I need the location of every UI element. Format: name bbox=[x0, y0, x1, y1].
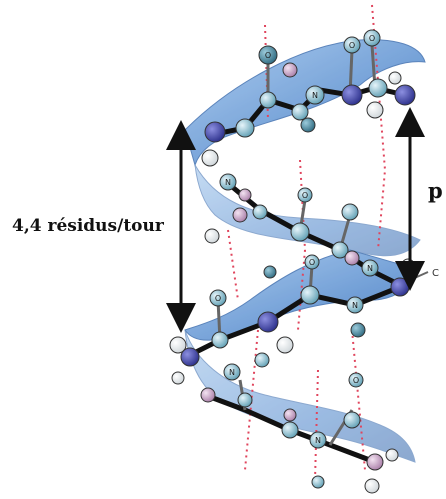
atom-letter-o: O bbox=[353, 376, 359, 385]
side-chain-atom bbox=[366, 453, 384, 471]
hydrogen-atom bbox=[401, 258, 415, 272]
nitrogen-atom bbox=[394, 84, 416, 106]
nitrogen-atom bbox=[309, 431, 327, 449]
hydrogen-atom bbox=[171, 371, 185, 385]
hbond-6 bbox=[351, 329, 366, 471]
nitrogen-atom bbox=[305, 85, 325, 105]
carbon-atom bbox=[219, 173, 237, 191]
nitrogen-atom bbox=[180, 347, 200, 367]
hydrogen-atom bbox=[364, 478, 380, 494]
atom-letter-c: C bbox=[432, 268, 439, 279]
carbon-atom bbox=[300, 117, 316, 133]
hydrogen-atom bbox=[204, 228, 220, 244]
atom-letter-n: N bbox=[229, 368, 235, 377]
carbon-atom bbox=[252, 204, 268, 220]
nitrogen-atom bbox=[341, 84, 363, 106]
oxygen-atom bbox=[343, 36, 361, 54]
atom-letter-n: N bbox=[312, 91, 318, 100]
nitrogen-atom bbox=[390, 277, 410, 297]
side-chain-atom bbox=[283, 408, 297, 422]
atom-letters: O O O N N O N O O N N N O bbox=[215, 34, 375, 445]
atom-letter-o: O bbox=[265, 51, 271, 60]
carbon-atom bbox=[259, 91, 277, 109]
oxygen-atom bbox=[363, 29, 381, 47]
hydrogen-atom bbox=[366, 101, 384, 119]
atom-letter-o: O bbox=[302, 191, 308, 200]
hydrogen-atom bbox=[282, 62, 298, 78]
oxygen-atom bbox=[341, 203, 359, 221]
atom-letter-n: N bbox=[225, 178, 231, 187]
hydrogen-atom bbox=[169, 336, 187, 354]
carbon-atom bbox=[300, 285, 320, 305]
atom-letter-n: N bbox=[367, 264, 373, 273]
nitrogen-atom bbox=[346, 296, 364, 314]
oxygen-atom bbox=[209, 289, 227, 307]
atom-letter-o: O bbox=[369, 34, 375, 43]
side-chain-atom bbox=[344, 250, 360, 266]
carbon-atom bbox=[350, 322, 366, 338]
carbon-atom bbox=[368, 78, 388, 98]
residues-per-turn-label: 4,4 résidus/tour bbox=[12, 216, 164, 236]
ribbon-turn-4 bbox=[184, 329, 416, 463]
nitrogen-atom bbox=[257, 311, 279, 333]
hydrogen-atom bbox=[201, 149, 219, 167]
carbon-atom bbox=[235, 118, 255, 138]
atom-letter-n: N bbox=[315, 436, 321, 445]
carbon-atom bbox=[281, 421, 299, 439]
atom-letter-o: O bbox=[215, 294, 221, 303]
atom-letter-o: O bbox=[309, 258, 315, 267]
atom-letter-n: N bbox=[352, 301, 358, 310]
carbon-atom bbox=[331, 241, 349, 259]
hydrogen-atom bbox=[385, 448, 399, 462]
oxygen-atom bbox=[258, 45, 278, 65]
oxygen-atom bbox=[297, 187, 313, 203]
carbon-atom bbox=[343, 411, 361, 429]
carbon-atom bbox=[223, 363, 241, 381]
nitrogen-atom bbox=[361, 259, 379, 277]
carbon-atom bbox=[254, 352, 270, 368]
hbond-4 bbox=[227, 229, 239, 301]
side-chain-atom bbox=[232, 207, 248, 223]
carbon-atom bbox=[290, 222, 310, 242]
pitch-label: p bbox=[428, 178, 443, 203]
carbon-atom bbox=[291, 103, 309, 121]
hbond-7 bbox=[314, 369, 319, 481]
hydrogen-atom bbox=[276, 336, 294, 354]
side-chain-atom bbox=[200, 387, 216, 403]
carbon-atom bbox=[311, 475, 325, 489]
hbond-2 bbox=[371, 4, 387, 251]
carbon-atom bbox=[237, 392, 253, 408]
oxygen-atom bbox=[348, 372, 364, 388]
hydrogen-atom bbox=[238, 188, 252, 202]
atom-letter-o: O bbox=[349, 41, 355, 50]
hydrogen-atom bbox=[388, 71, 402, 85]
nitrogen-atom bbox=[204, 121, 226, 143]
carbon-atom bbox=[263, 265, 277, 279]
carbon-atom bbox=[211, 331, 229, 349]
oxygen-atom bbox=[304, 254, 320, 270]
